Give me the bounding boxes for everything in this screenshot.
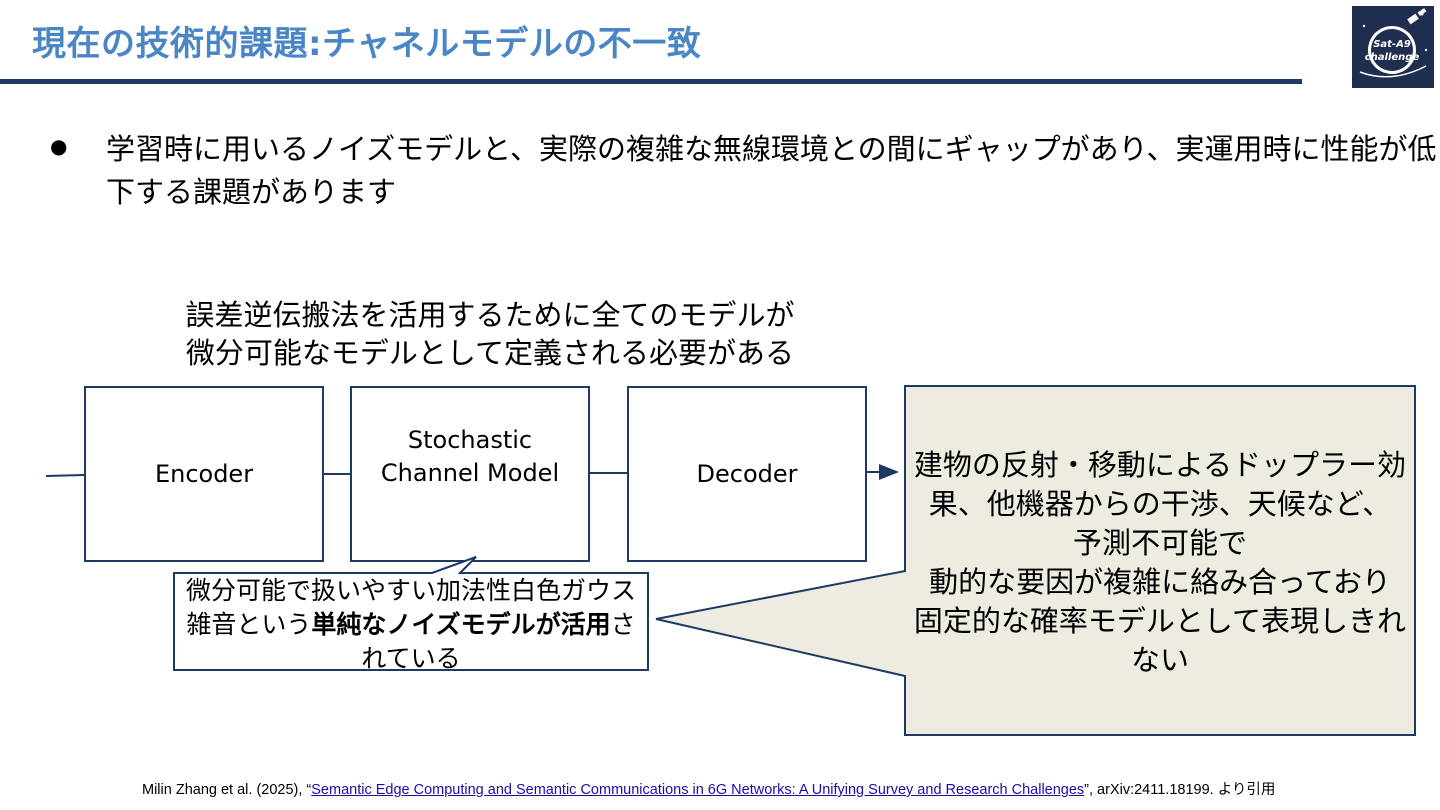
title-divider (0, 79, 1302, 84)
channel-label-line-1: Stochastic (407, 426, 533, 454)
bullet-text: 学習時に用いるノイズモデルと、実際の複雑な無線環境との間にギャップがあり、実運用… (106, 132, 1437, 209)
input-line (45, 474, 85, 477)
logo-graphic: Sat-A9 challenge (1359, 8, 1428, 78)
right-callout-line-4: 固定的な確率モデルとして表現しきれない (913, 604, 1407, 677)
left-callout-shape (173, 556, 649, 671)
decoder-block: Decoder (627, 386, 867, 562)
left-callout-plain-1: 微分可能で扱いやすい加法性白色ガウス雑音という (185, 576, 636, 639)
right-callout-line-3: 動的な要因が複雑に絡み合っており (929, 565, 1391, 599)
top-caption: 誤差逆伝搬法を活用するために全てのモデルが 微分可能なモデルとして定義される必要… (140, 296, 840, 372)
decoder-label: Decoder (696, 459, 798, 488)
sat-challenge-logo: Sat-A9 challenge (1352, 6, 1434, 88)
right-callout-shape (655, 385, 1416, 736)
slide-title: 現在の技術的課題:チャネルモデルの不一致 (32, 24, 702, 64)
top-caption-line-1: 誤差逆伝搬法を活用するために全てのモデルが (185, 298, 795, 332)
channel-model-label: Stochastic Channel Model (381, 424, 559, 490)
right-callout-text: 建物の反射・移動によるドップラー効果、他機器からの干渉、天候など、 予測不可能で… (908, 446, 1412, 680)
svg-text:challenge: challenge (1365, 52, 1420, 63)
left-callout-bold: 単純なノイズモデルが活用 (311, 610, 611, 639)
citation-link[interactable]: Semantic Edge Computing and Semantic Com… (311, 782, 1085, 798)
right-callout-line-1: 建物の反射・移動によるドップラー効果、他機器からの干渉、天候など、 (913, 448, 1407, 521)
encoder-label: Encoder (154, 459, 254, 488)
right-callout-line-2: 予測不可能で (1072, 526, 1247, 560)
channel-label-line-2: Channel Model (380, 459, 560, 487)
channel-model-block: Stochastic Channel Model (350, 386, 590, 562)
encoder-block: Encoder (84, 386, 324, 562)
citation-footer: Milin Zhang et al. (2025), “Semantic Edg… (142, 778, 1275, 799)
left-callout-plain-2: されている (361, 610, 636, 673)
top-caption-line-2: 微分可能なモデルとして定義される必要がある (185, 336, 795, 370)
left-callout-text: 微分可能で扱いやすい加法性白色ガウス雑音という単純なノイズモデルが活用されている (176, 574, 646, 676)
citation-suffix: ”, arXiv:2411.18199. より引用 (1084, 782, 1276, 798)
citation-prefix: Milin Zhang et al. (2025), “ (142, 782, 312, 798)
svg-text:Sat-A9: Sat-A9 (1373, 39, 1411, 50)
bullet-marker: ● (50, 134, 68, 158)
